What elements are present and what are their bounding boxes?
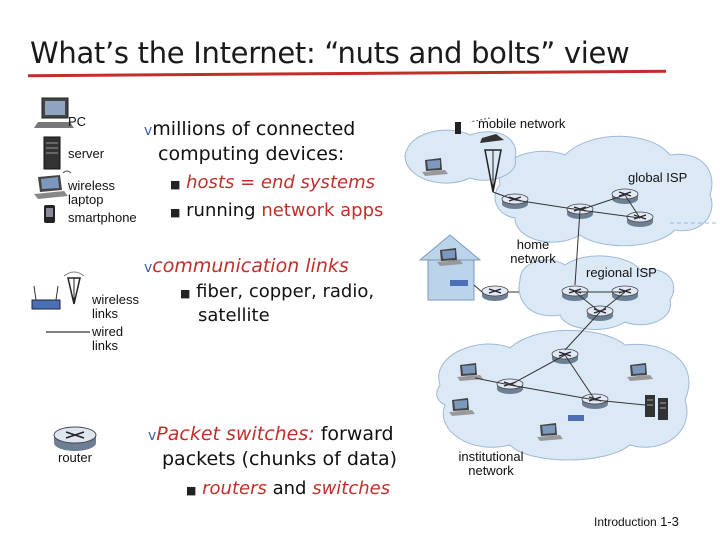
smartphone-icon bbox=[44, 205, 55, 223]
mobile-network bbox=[404, 122, 517, 201]
bullet-links: vcommunication links bbox=[144, 255, 349, 277]
title-underline bbox=[27, 69, 667, 78]
bullet-switches: vPacket switches: forward packets (chunk… bbox=[148, 423, 398, 470]
sub-bullet-routers: ■ routers and switches bbox=[186, 478, 391, 499]
wireless-laptop-icon bbox=[34, 170, 72, 199]
bullet-marker-icon: v bbox=[148, 428, 157, 444]
square-bullet-icon: ■ bbox=[186, 484, 197, 497]
legend-router: router bbox=[58, 450, 92, 465]
device-icons bbox=[34, 97, 74, 223]
regional-isp-label: regional ISP bbox=[586, 265, 657, 280]
legend-pc: PC bbox=[68, 114, 87, 129]
bullet-marker-icon: v bbox=[144, 123, 153, 139]
slide-footer: Introduction 1-3 bbox=[594, 514, 679, 529]
router-icon bbox=[53, 426, 97, 451]
legend-wireless-laptop: wireless laptop bbox=[68, 178, 115, 207]
institutional-network bbox=[436, 311, 690, 461]
institutional-network-label: institutional network bbox=[458, 449, 524, 478]
legend-wired-links: wired links bbox=[92, 324, 124, 353]
smartphone-icon bbox=[455, 122, 461, 134]
legend-wireless-links: wireless links bbox=[92, 292, 139, 321]
sub-bullet-apps: ■ running network apps bbox=[170, 200, 384, 221]
sub-bullet-media: ■ fiber, copper, radio, satellite bbox=[180, 281, 375, 326]
square-bullet-icon: ■ bbox=[170, 178, 181, 191]
global-isp-label: global ISP bbox=[628, 170, 688, 185]
global-isp-cloud bbox=[494, 135, 718, 247]
slide-title: What’s the Internet: “nuts and bolts” vi… bbox=[30, 36, 630, 70]
bullet-marker-icon: v bbox=[144, 260, 153, 276]
sub-bullet-hosts: ■ hosts = end systems bbox=[170, 172, 375, 193]
square-bullet-icon: ■ bbox=[180, 287, 191, 300]
pc-icon bbox=[34, 97, 74, 128]
square-bullet-icon: ■ bbox=[170, 206, 181, 219]
mobile-network-label: mobile network bbox=[478, 116, 566, 131]
car-icon bbox=[480, 134, 504, 143]
network-diagram bbox=[404, 117, 718, 461]
wireless-link-icon bbox=[31, 271, 85, 310]
link-icons bbox=[31, 271, 90, 333]
legend-smartphone: smartphone bbox=[68, 210, 137, 225]
regional-isp-cloud bbox=[518, 209, 675, 330]
home-network-label: home network bbox=[510, 237, 556, 266]
bullet-devices: vmillions of connected computing devices… bbox=[144, 118, 356, 165]
home-network bbox=[418, 234, 565, 302]
legend-server: server bbox=[68, 146, 105, 161]
server-icon bbox=[43, 136, 61, 170]
